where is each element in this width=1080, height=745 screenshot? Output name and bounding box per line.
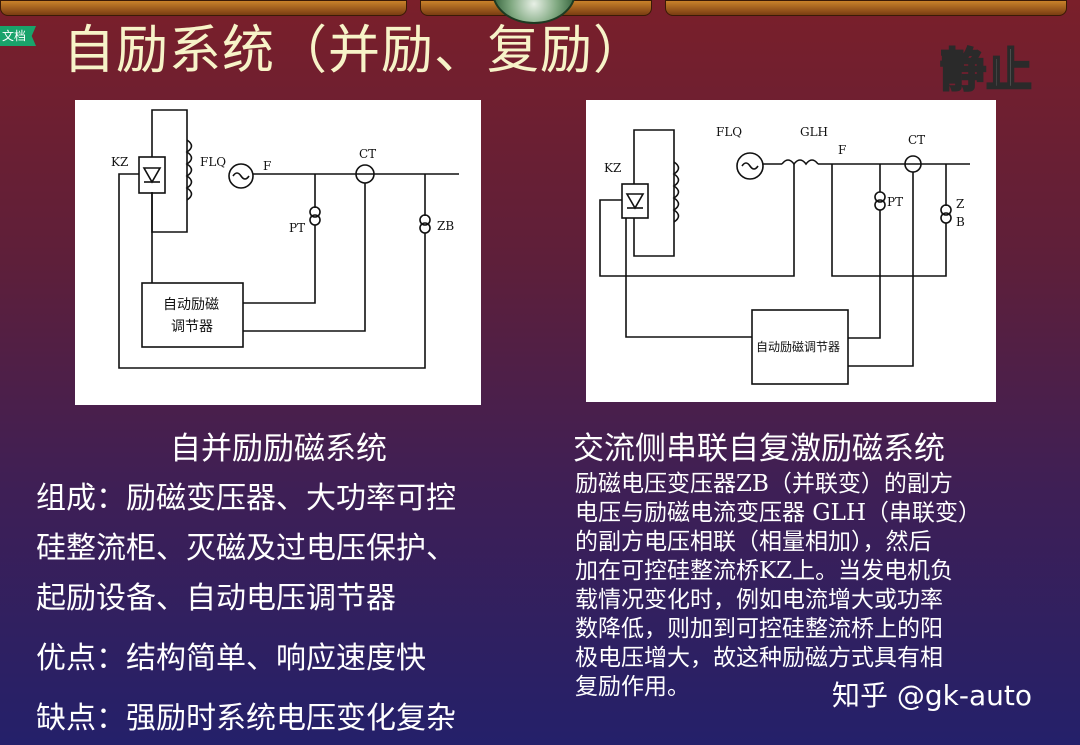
series-compound-circuit: KZ FLQ GLH F CT PT Z B 自动励磁调节器 xyxy=(599,125,970,385)
regulator-text-line1: 自动励磁 xyxy=(163,297,219,313)
label-ct-right: CT xyxy=(908,133,925,147)
right-text-line: 励磁电压变压器ZB（并联变）的副方 xyxy=(575,471,953,497)
regulator-text-line2: 调节器 xyxy=(171,319,213,335)
label-b: B xyxy=(956,215,965,229)
label-flq-right: FLQ xyxy=(716,125,742,139)
doc-tag[interactable]: 文档 xyxy=(0,26,37,46)
advantages-line: 优点：结构简单、响应速度快 xyxy=(36,641,426,676)
left-description: 组成：励磁变压器、大功率可控 硅整流柜、灭磁及过电压保护、 起励设备、自动电压调… xyxy=(36,474,546,744)
label-flq: FLQ xyxy=(200,155,226,169)
label-z: Z xyxy=(956,197,964,211)
slide-title: 自励系统（并励、复励） xyxy=(63,21,647,81)
right-text-line: 加在可控硅整流桥KZ上。当发电机负 xyxy=(575,558,954,584)
label-f-right: F xyxy=(838,143,846,157)
still-label: 静止 xyxy=(939,42,1033,98)
label-kz: KZ xyxy=(111,155,128,169)
right-text-line: 极电压增大，故这种励磁方式具有相 xyxy=(575,645,943,671)
label-zb: ZB xyxy=(437,219,454,233)
watermark: 知乎 @gk-auto xyxy=(832,679,1033,712)
label-f: F xyxy=(263,159,271,173)
right-text-line: 载情况变化时，例如电流增大或功率 xyxy=(575,587,943,613)
label-kz-right: KZ xyxy=(604,161,621,175)
left-text-line: 硅整流柜、灭磁及过电压保护、 xyxy=(36,531,456,566)
right-text-line: 数降低，则加到可控硅整流桥上的阳 xyxy=(575,616,943,642)
diagram-self-shunt: KZ FLQ F CT PT ZB 自动励磁 调节器 xyxy=(75,100,481,405)
top-decor-bar-right xyxy=(665,0,1067,16)
label-pt: PT xyxy=(289,221,305,235)
top-decor-bar-left xyxy=(0,0,407,16)
caption-series-compound: 交流侧串联自复激励磁系统 xyxy=(573,431,945,467)
right-text-line: 复励作用。 xyxy=(575,674,690,700)
label-pt-right: PT xyxy=(887,195,903,209)
left-text-line: 起励设备、自动电压调节器 xyxy=(36,581,396,616)
right-description: 励磁电压变压器ZB（并联变）的副方 电压与励磁电流变压器 GLH（串联变） 的副… xyxy=(575,470,1075,702)
label-ct: CT xyxy=(359,147,376,161)
self-shunt-circuit: KZ FLQ F CT PT ZB 自动励磁 调节器 xyxy=(111,109,459,369)
diagram-series-compound: KZ FLQ GLH F CT PT Z B 自动励磁调节器 xyxy=(586,100,996,402)
label-glh: GLH xyxy=(800,125,828,139)
right-text-line: 的副方电压相联（相量相加），然后 xyxy=(575,529,932,555)
disadvantages-line: 缺点：强励时系统电压变化复杂 xyxy=(36,701,456,736)
right-text-line: 电压与励磁电流变压器 GLH（串联变） xyxy=(575,500,982,526)
regulator-text-right: 自动励磁调节器 xyxy=(756,339,840,354)
caption-self-shunt: 自并励励磁系统 xyxy=(170,431,387,467)
left-text-line: 组成：励磁变压器、大功率可控 xyxy=(36,481,456,516)
